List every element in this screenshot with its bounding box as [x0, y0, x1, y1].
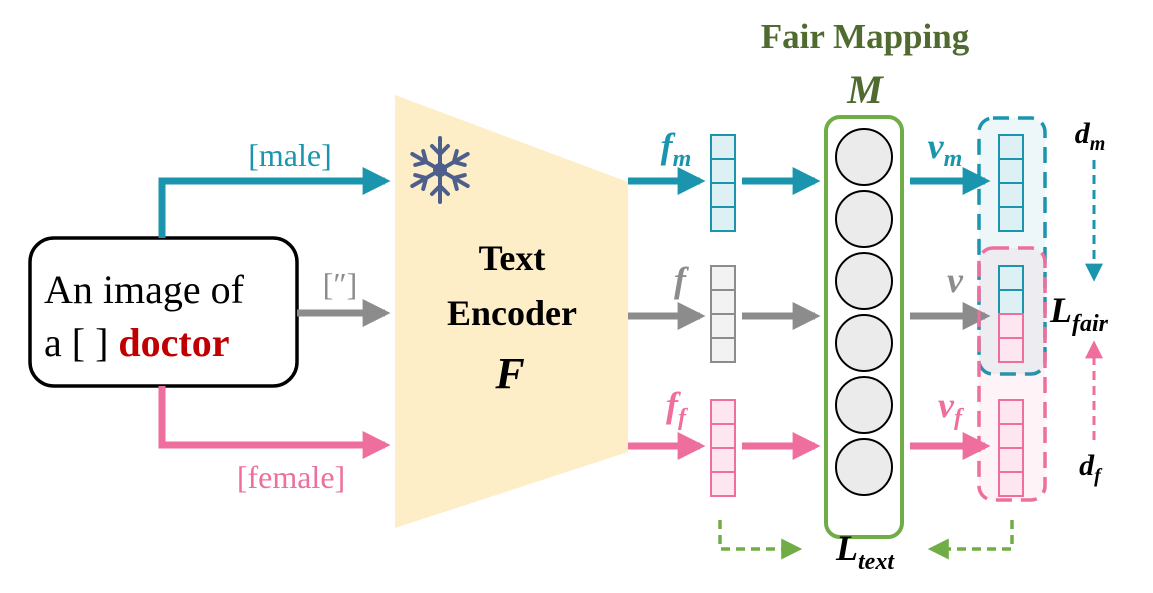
mapping-neuron: [835, 190, 893, 248]
feature-label-neutral: f: [674, 260, 689, 300]
male-branch-arrow: [158, 167, 391, 238]
mapping-neuron: [835, 376, 893, 434]
female-branch-arrow: [158, 386, 391, 459]
fair-mapping-title: Fair Mapping: [761, 17, 970, 56]
feature-vector-female: [710, 399, 736, 497]
output-vector-female: [998, 399, 1024, 497]
prompt-word-doctor: doctor: [118, 320, 229, 365]
feature-label-male: fm: [661, 126, 692, 172]
output-label-male: vm: [928, 126, 963, 172]
distance-label-male: dm: [1075, 117, 1106, 155]
mapping-symbol: M: [846, 67, 884, 112]
snowflake-icon: [410, 136, 470, 204]
male-label: [male]: [248, 137, 332, 173]
output-label-neutral: v: [947, 260, 964, 300]
feature-label-female: ff: [666, 385, 688, 431]
text-loss-arrow-left: [718, 520, 803, 560]
neutral-label: [″]: [323, 266, 358, 302]
mapping-neuron: [835, 128, 893, 186]
mapping-neuron: [835, 438, 893, 496]
prompt-line-2: a [ ] doctor: [44, 320, 229, 365]
output-vector-neutral: [998, 265, 1024, 363]
mapping-neuron: [835, 252, 893, 310]
fair-loss-label: Lfair: [1049, 290, 1109, 337]
encoder-label-line-2: Encoder: [447, 293, 577, 333]
encoder-symbol: F: [494, 349, 524, 398]
text-loss-arrow-right: [927, 520, 1014, 560]
encoder-label-line-1: Text: [479, 238, 546, 278]
male-output-group: [977, 116, 1047, 376]
distance-label-female: df: [1079, 449, 1103, 487]
output-vector-male: [998, 134, 1024, 232]
prompt-line-1: An image of: [44, 267, 245, 312]
text-encoder-block: [395, 95, 628, 528]
mapping-neurons: [835, 128, 893, 496]
text-loss-label: Ltext: [835, 528, 895, 575]
output-label-female: vf: [938, 385, 964, 431]
feature-vector-male: [710, 134, 736, 232]
mapping-neuron: [835, 314, 893, 372]
feature-vector-neutral: [710, 265, 736, 363]
female-label: [female]: [237, 459, 345, 495]
female-output-group: [977, 246, 1047, 502]
